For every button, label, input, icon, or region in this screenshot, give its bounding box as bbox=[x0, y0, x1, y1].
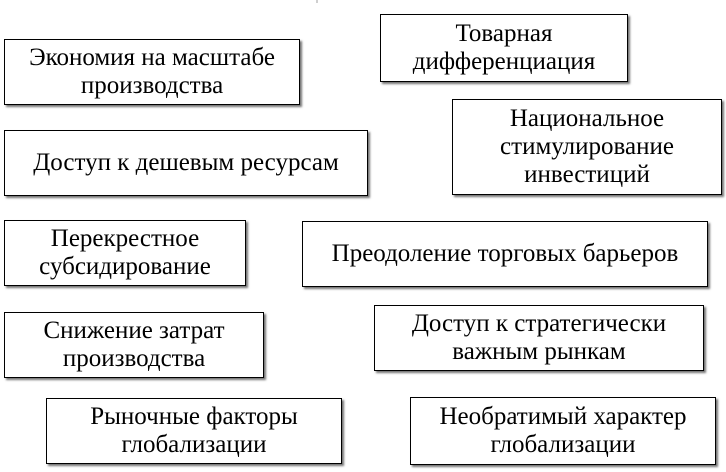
box-label: Необратимый характер глобализации bbox=[439, 403, 687, 458]
box-cheap-resources: Доступ к дешевым ресурсам bbox=[4, 130, 368, 196]
box-product-differentiation: Товарная дифференциация bbox=[380, 14, 628, 82]
box-label: Перекрестное субсидирование bbox=[39, 225, 211, 280]
box-trade-barriers: Преодоление торговых барьеров bbox=[302, 221, 708, 287]
box-label: Товарная дифференциация bbox=[412, 20, 596, 75]
decorative-tick-mark bbox=[316, 0, 318, 3]
box-market-factors: Рыночные факторы глобализации bbox=[46, 398, 342, 464]
box-label: Преодоление торговых барьеров bbox=[331, 240, 679, 267]
box-label: Доступ к стратегически важным рынкам bbox=[411, 310, 667, 365]
box-strategic-markets: Доступ к стратегически важным рынкам bbox=[374, 305, 704, 371]
box-label: Доступ к дешевым ресурсам bbox=[33, 149, 339, 176]
box-cost-reduction: Снижение затрат производства bbox=[4, 312, 264, 378]
box-irreversibility: Необратимый характер глобализации bbox=[410, 397, 716, 465]
box-label: Экономия на масштабе производства bbox=[29, 44, 275, 99]
box-label: Рыночные факторы глобализации bbox=[90, 403, 298, 458]
box-cross-subsidization: Перекрестное субсидирование bbox=[4, 220, 246, 286]
box-label: Национальное стимулирование инвестиций bbox=[500, 105, 674, 188]
box-economies-of-scale: Экономия на масштабе производства bbox=[4, 39, 300, 105]
box-label: Снижение затрат производства bbox=[43, 317, 225, 372]
box-national-investment: Национальное стимулирование инвестиций bbox=[452, 99, 722, 195]
